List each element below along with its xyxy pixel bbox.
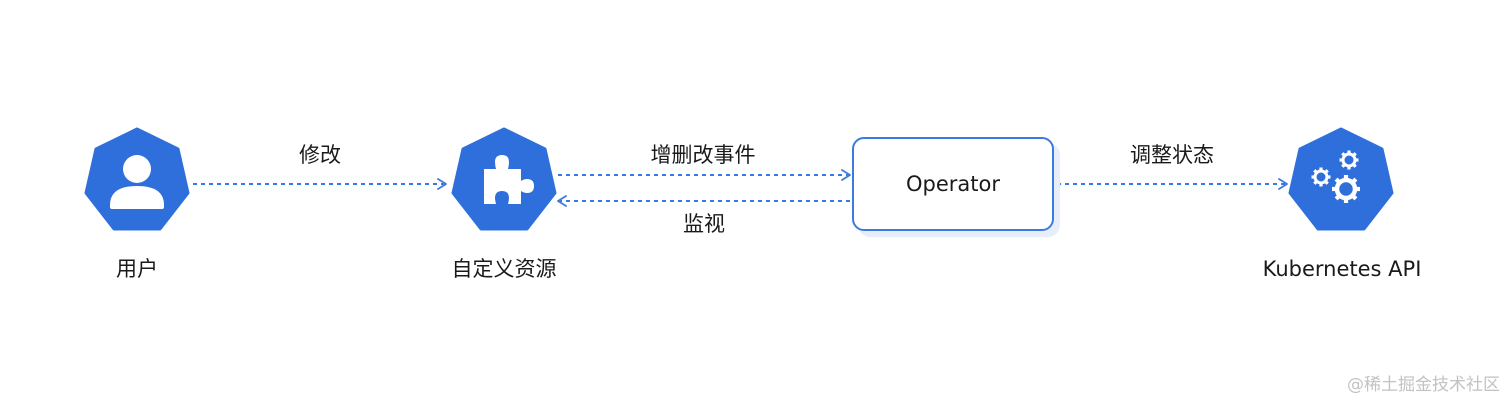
edge-crud-events-label: 增删改事件 <box>650 143 756 167</box>
watermark: @稀土掘金技术社区 <box>1347 375 1500 395</box>
edge-watch-label: 监视 <box>683 212 725 236</box>
kubernetes-api-label: Kubernetes API <box>1262 257 1422 281</box>
operator-box: Operator <box>852 137 1054 231</box>
custom-resource-label: 自定义资源 <box>451 257 557 281</box>
puzzle-icon <box>451 127 557 231</box>
user-label: 用户 <box>116 257 158 281</box>
operator-label: Operator <box>906 172 1000 196</box>
edge-reconcile-label: 调整状态 <box>1130 143 1214 167</box>
gears-icon <box>1288 127 1394 231</box>
edge-modify-label: 修改 <box>299 143 341 167</box>
user-icon <box>84 127 190 231</box>
